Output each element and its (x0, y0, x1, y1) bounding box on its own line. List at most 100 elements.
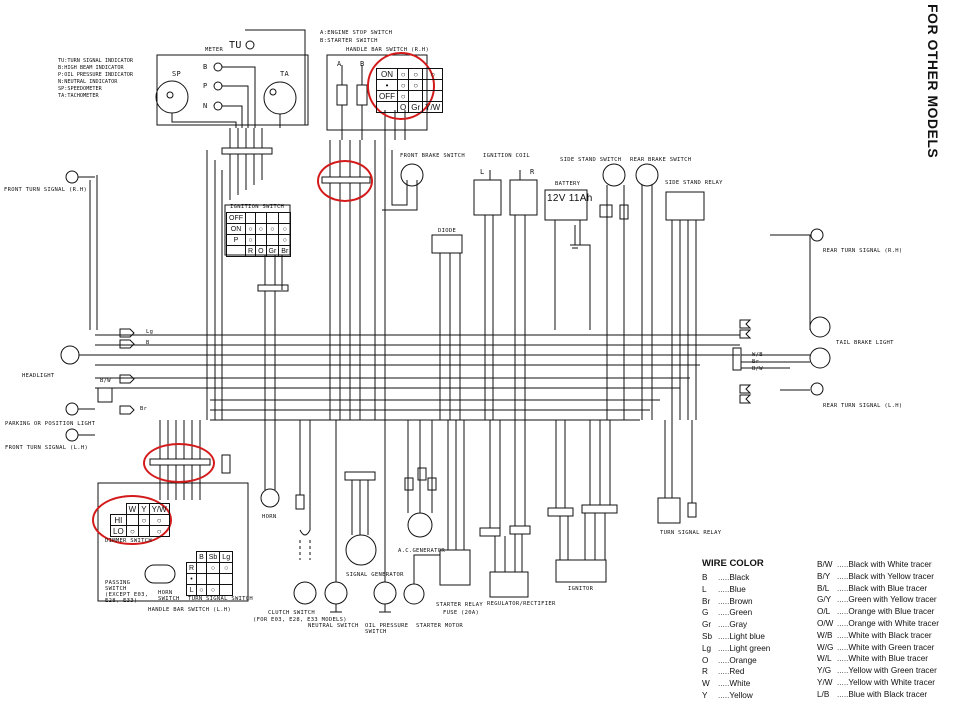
meter-title: METER (205, 47, 224, 53)
legend-name: Gray (729, 620, 748, 630)
tail-light-lower (809, 347, 831, 369)
legend-dots: ..... (718, 596, 730, 606)
turn-signal-switch-label: TURN SIGNAL SWITCH (188, 596, 254, 602)
front-brake-switch-symbol (400, 163, 424, 187)
ignition-coil-r (509, 179, 538, 216)
legend-dots: ..... (837, 560, 849, 569)
side-stand-switch-label: SIDE STAND SWITCH (560, 157, 622, 163)
highlight-dimmer-switch (92, 495, 172, 545)
horn-switch-label: HORN SWITCH (158, 590, 180, 602)
starter-relay-box (439, 549, 471, 586)
legend-row: Sb.....Light blue (702, 631, 770, 643)
legend-code: Lg (702, 643, 712, 653)
legend-name: Brown (729, 596, 753, 606)
legend-row: W/L.....White with Blue tracer (817, 653, 939, 665)
fuse-label: FUSE (20A) (443, 610, 480, 616)
ignitor-box (555, 559, 607, 583)
horn-label: HORN (262, 514, 277, 520)
wire-label-lg: Lg (146, 329, 154, 335)
coil-l-label: L (480, 168, 485, 176)
wire-label-br: Br (140, 406, 148, 412)
legend-name: White (729, 679, 751, 689)
legend-name: Orange (729, 655, 757, 665)
turn-signal-relay-box (657, 497, 681, 524)
legend-code: B/L (817, 583, 830, 593)
coil-r-label: R (530, 168, 535, 176)
legend-row: L.....Blue (702, 584, 770, 596)
handlebar-switch-lh-box (97, 482, 249, 602)
meter-indicator-p: P (203, 82, 208, 90)
wire-color-title: WIRE COLOR (702, 558, 764, 569)
legend-code: Y (702, 690, 708, 700)
legend-name: Yellow with White tracer (848, 677, 935, 687)
diode-box (431, 234, 463, 254)
legend-code: W/G (817, 642, 834, 652)
legend-row: B/Y.....Black with Yellow tracer (817, 571, 939, 583)
ignitor-label: IGNITOR (568, 586, 594, 592)
legend-name: Red (729, 667, 745, 677)
legend-row: W/G.....White with Green tracer (817, 642, 939, 654)
neutral-switch-label: NEUTRAL SWITCH (308, 623, 359, 629)
legend-name: Orange with White tracer (848, 618, 939, 628)
gauge-ta-label: TA (280, 70, 290, 78)
legend-dots: ..... (718, 620, 730, 630)
legend-name: Light blue (729, 631, 765, 641)
diode-label: DIODE (438, 228, 457, 234)
ac-generator-symbol (407, 512, 433, 538)
legend-dots: ..... (837, 618, 849, 628)
legend-row: Gr.....Gray (702, 619, 770, 631)
legend-dots: ..... (837, 689, 849, 699)
legend-name: White with Black tracer (848, 630, 932, 640)
front-turn-signal-rh-label: FRONT TURN SIGNAL (R.H) (4, 187, 88, 193)
rh-switch-a: A (337, 60, 342, 68)
legend-row: R.....Red (702, 666, 770, 678)
legend-row: Y/W.....Yellow with White tracer (817, 677, 939, 689)
front-turn-signal-lh-label: FRONT TURN SIGNAL (L.H) (5, 445, 89, 451)
meter-box (156, 54, 309, 126)
legend-code: Br (702, 596, 711, 606)
legend-code: O/W (817, 618, 834, 628)
legend-code: L/B (817, 689, 830, 699)
legend-row: G.....Green (702, 607, 770, 619)
legend-row: Y/G.....Yellow with Green tracer (817, 665, 939, 677)
legend-dots: ..... (837, 583, 849, 593)
legend-dots: ..... (837, 654, 849, 664)
legend-row: B/L.....Black with Blue tracer (817, 583, 939, 595)
legend-dots: ..... (718, 643, 730, 653)
wire-label-b: B (146, 340, 150, 346)
ignition-coil-label: IGNITION COIL (483, 153, 530, 159)
oil-pressure-switch-symbol (373, 581, 397, 605)
legend-name: Black (729, 573, 750, 582)
battery-rating: 12V 11Ah (547, 193, 593, 204)
wire-label-bw: B/W (100, 378, 111, 384)
legend-dots: ..... (718, 584, 730, 594)
regulator-label: REGULATOR/RECTIFIER (487, 601, 556, 607)
legend-dots: ..... (718, 690, 730, 700)
legend-code: G/Y (817, 595, 832, 605)
legend-row: W/B.....White with Black tracer (817, 630, 939, 642)
legend-code: Y/W (817, 677, 833, 687)
front-turn-signal-lh-lamp (65, 428, 79, 442)
legend-row: W.....White (702, 678, 770, 690)
legend-code: G (702, 608, 709, 618)
legend-code: B (702, 573, 708, 582)
rh-title: HANDLE BAR SWITCH (R.H) (346, 47, 430, 53)
legend-dots: ..... (718, 573, 730, 582)
legend-code: B/W (817, 560, 833, 569)
legend-row: Y.....Yellow (702, 690, 770, 702)
ignition-switch-title: IGNITION SWITCH (230, 204, 285, 210)
regulator-rectifier-box (489, 571, 529, 598)
front-turn-signal-rh-lamp (65, 170, 79, 184)
legend-dots: ..... (837, 630, 849, 640)
headlight-label: HEADLIGHT (22, 373, 55, 379)
legend-code: R (702, 667, 708, 677)
rear-brake-switch-label: REAR BRAKE SWITCH (630, 157, 692, 163)
legend-row: O/L.....Orange with Blue tracer (817, 606, 939, 618)
side-stand-switch-symbol (602, 163, 626, 187)
legend-row: Lg.....Light green (702, 643, 770, 655)
legend-row: O.....Orange (702, 655, 770, 667)
